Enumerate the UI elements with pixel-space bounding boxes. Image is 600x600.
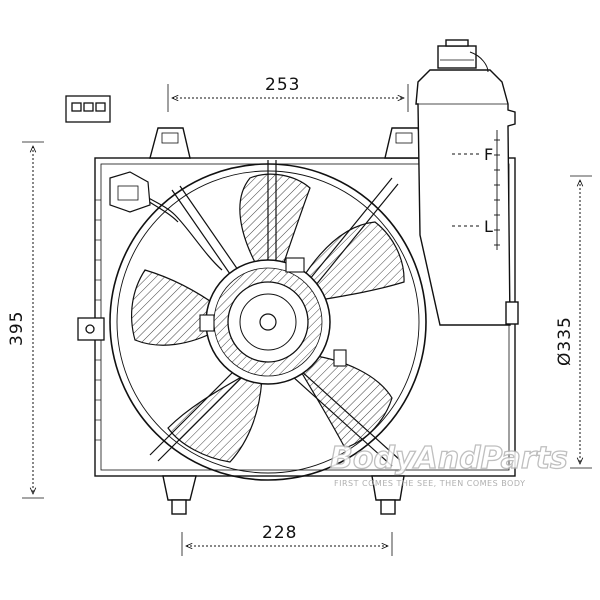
watermark-brand: BodyAndParts: [330, 441, 568, 476]
top-mounting-brackets: [149, 127, 426, 159]
bottom-mounting-feet: [162, 475, 405, 515]
dimension-bottom-width-label: 228: [262, 523, 297, 543]
tank-low-mark: L: [484, 217, 493, 236]
side-bracket: [77, 317, 105, 341]
tank-full-mark: F: [484, 145, 493, 164]
dimension-fan-diameter: Ø335: [555, 175, 592, 469]
dimension-bottom-width: 228: [181, 523, 393, 556]
motor-hub: [199, 257, 347, 385]
expansion-tank: [415, 39, 519, 326]
fan-blades: [130, 173, 405, 463]
dimension-height: 395: [7, 141, 44, 499]
tank-level-marks: [452, 130, 500, 250]
dimension-top-width: 253: [167, 75, 409, 112]
plug-connector: [65, 95, 111, 123]
dimension-height-label: 395: [7, 311, 27, 346]
watermark-tagline: FIRST COMES THE SEE, THEN COMES BODY: [334, 479, 525, 488]
dimension-fan-diameter-label: Ø335: [555, 316, 575, 366]
dimension-top-width-label: 253: [265, 75, 300, 95]
motor-connector: [109, 171, 151, 213]
watermark: BodyAndParts FIRST COMES THE SEE, THEN C…: [329, 440, 568, 488]
